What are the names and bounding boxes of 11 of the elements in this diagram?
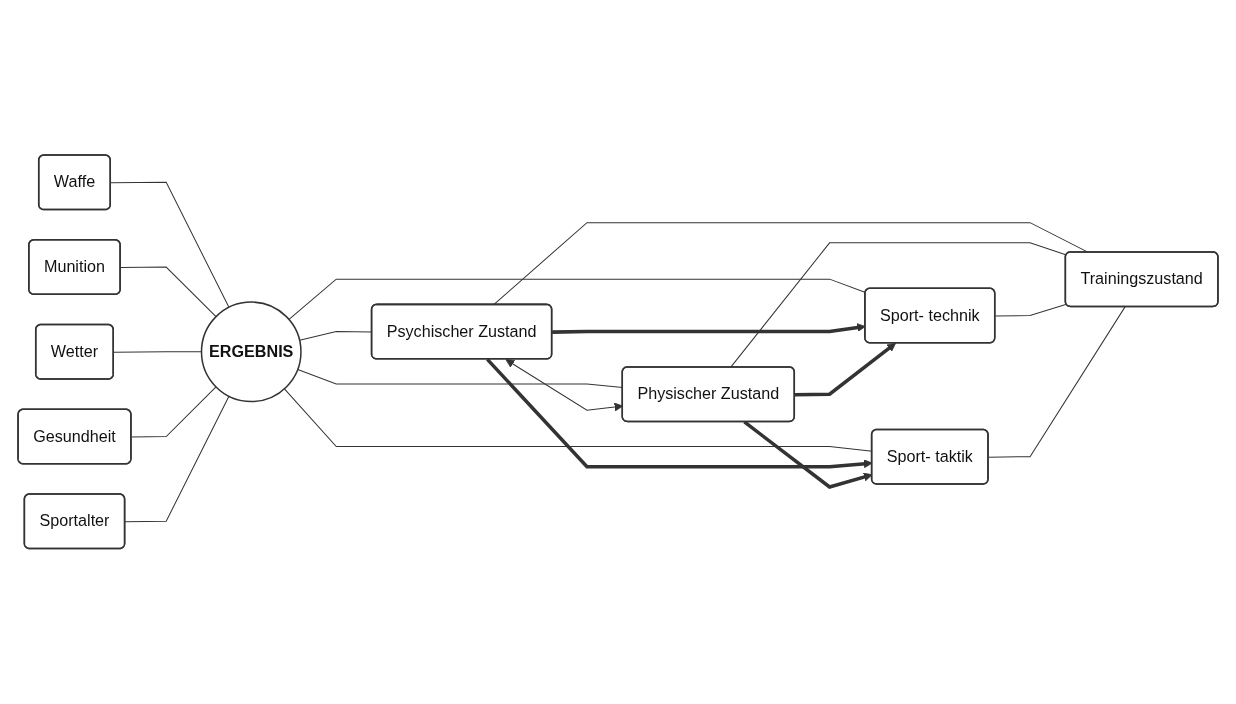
connector <box>110 182 230 309</box>
connector <box>730 242 1067 369</box>
connector <box>120 266 217 318</box>
connector <box>492 222 1089 306</box>
connector <box>130 386 217 438</box>
connector <box>994 304 1067 317</box>
connector <box>124 395 230 523</box>
arrow <box>794 343 897 397</box>
node-circle: ERGEBNIS <box>200 301 302 403</box>
connector <box>113 351 202 353</box>
connector <box>988 306 1126 458</box>
